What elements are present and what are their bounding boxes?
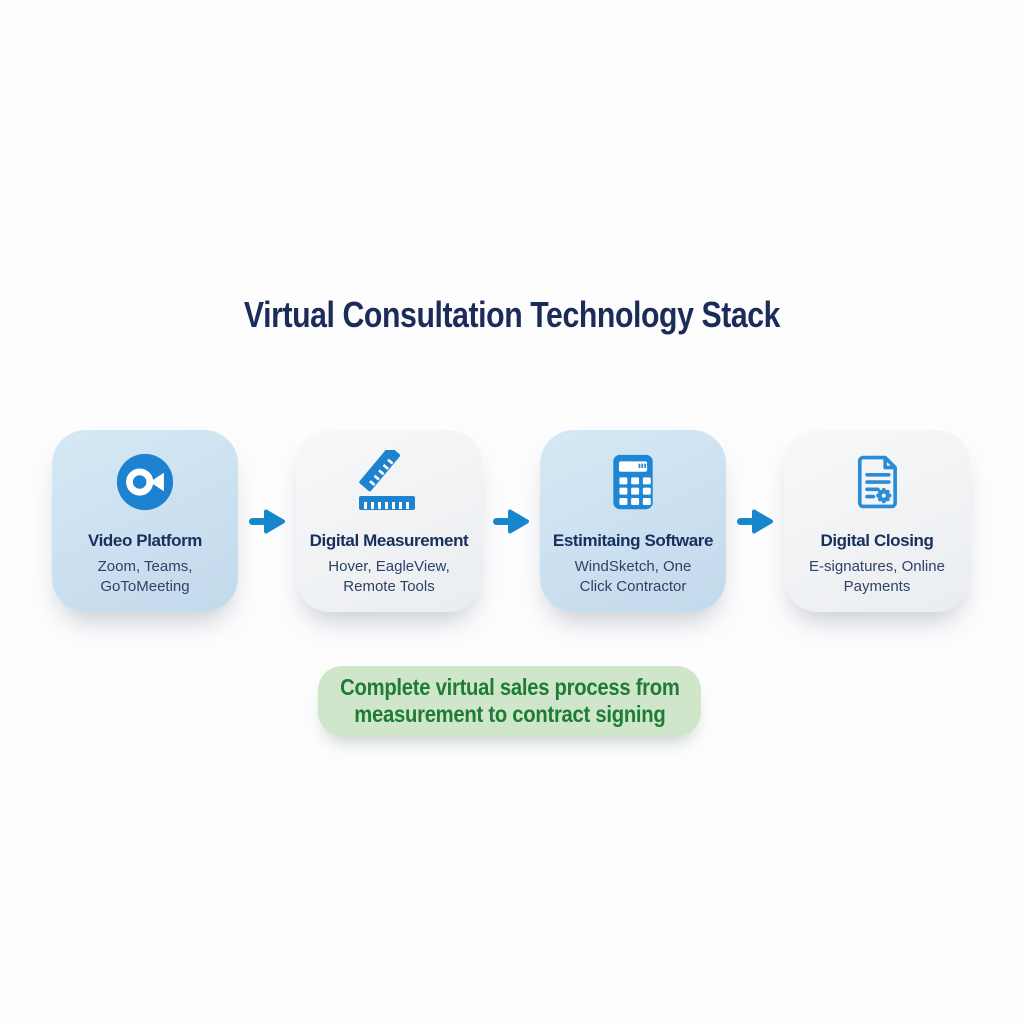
card-estimating-software: Estimitaing Software WindSketch, One Cli… xyxy=(540,430,726,612)
right-arrow-icon xyxy=(249,509,285,533)
right-arrow-icon xyxy=(493,509,529,533)
right-arrow-icon xyxy=(737,509,773,533)
technology-stack-row: Video Platform Zoom, Teams, GoToMeeting xyxy=(52,430,970,612)
page-title: Virtual Consultation Technology Stack xyxy=(243,294,781,335)
card-subtitle-line2: GoToMeeting xyxy=(100,577,190,595)
card-subtitle-line1: Hover, EagleView, xyxy=(328,558,450,575)
card-subtitle-line1: Zoom, Teams, xyxy=(97,558,193,575)
document-gear-icon xyxy=(848,447,906,517)
card-digital-closing: Digital Closing E-signatures, Online Pay… xyxy=(784,430,970,612)
card-digital-measurement: Digital Measurement Hover, EagleView, Re… xyxy=(296,430,482,612)
summary-line1: Complete virtual sales process from xyxy=(339,673,680,700)
flow-arrow-3 xyxy=(726,430,784,612)
card-title: Digital Closing xyxy=(820,531,934,550)
summary-badge-text: Complete virtual sales process from meas… xyxy=(339,673,680,728)
card-title: Digital Measurement xyxy=(309,531,469,550)
card-subtitle-line1: E-signatures, Online xyxy=(809,558,945,575)
card-subtitle: WindSketch, One Click Contractor xyxy=(575,557,692,596)
summary-line2: measurement to contract signing xyxy=(353,701,666,727)
card-subtitle-line1: WindSketch, One xyxy=(574,558,692,575)
card-subtitle-line2: Payments xyxy=(843,577,911,595)
card-title: Video Platform xyxy=(87,531,203,550)
flow-arrow-1 xyxy=(238,430,296,612)
ruler-icon xyxy=(357,447,421,517)
video-camera-icon xyxy=(114,447,176,517)
flow-arrow-2 xyxy=(482,430,540,612)
card-subtitle-line2: Remote Tools xyxy=(343,577,435,595)
calculator-icon xyxy=(603,447,663,517)
card-subtitle-line2: Click Contractor xyxy=(579,577,687,595)
summary-badge: Complete virtual sales process from meas… xyxy=(318,666,701,736)
gear-badge xyxy=(876,487,892,504)
card-video-platform: Video Platform Zoom, Teams, GoToMeeting xyxy=(52,430,238,612)
card-subtitle: Hover, EagleView, Remote Tools xyxy=(328,557,449,596)
card-title: Estimitaing Software xyxy=(552,531,714,550)
card-subtitle: Zoom, Teams, GoToMeeting xyxy=(98,557,193,596)
card-subtitle: E-signatures, Online Payments xyxy=(809,557,945,596)
